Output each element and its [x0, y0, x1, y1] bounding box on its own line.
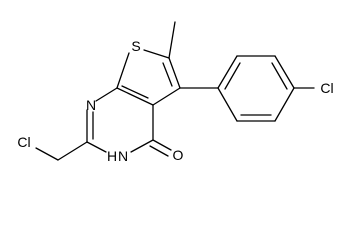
bond-c2-ch2 — [57, 141, 88, 161]
bonds — [35, 21, 315, 161]
bond-c7a-n1 — [95, 87, 118, 102]
bond-c4-o-double — [149, 145, 169, 157]
bond-ch2-cl — [35, 147, 59, 161]
bond-ar4-ar5 — [274, 87, 295, 122]
chloromethyl-chlorine-label: Cl — [17, 134, 30, 150]
atom-labels: S N H N O Cl Cl — [17, 38, 333, 164]
nitrogen-n3-hydrogen-label: H — [107, 148, 117, 164]
nitrogen-n1-label: N — [86, 97, 96, 113]
bond-c5-c4a — [152, 87, 181, 106]
carbonyl-oxygen-label: O — [173, 147, 184, 163]
bond-c6-c5-double — [162, 62, 173, 87]
aryl-chlorine-label: Cl — [320, 80, 333, 96]
bond-c4a-c7a-double — [121, 85, 149, 99]
bond-ar3-ar4 — [274, 55, 295, 89]
bond-c6-c5 — [168, 57, 181, 89]
bond-n3-c4 — [130, 139, 154, 153]
bond-ar3-ar4-double — [271, 62, 288, 90]
bond-ar6-ar1 — [217, 87, 238, 122]
bond-s-c6 — [143, 49, 170, 59]
bond-c4-o — [152, 139, 172, 151]
bond-ar1-ar2-double — [224, 62, 241, 90]
chemical-structure: S N H N O Cl Cl — [17, 21, 334, 164]
bond-s-c7a — [116, 52, 130, 89]
bond-c6-methyl — [168, 21, 176, 59]
nitrogen-n3-label: N — [118, 148, 128, 164]
sulfur-atom-label: S — [131, 38, 140, 54]
bond-ar1-ar2 — [217, 55, 238, 89]
bond-c2-n3 — [86, 141, 107, 153]
bond-c4a-c7a — [116, 87, 154, 106]
